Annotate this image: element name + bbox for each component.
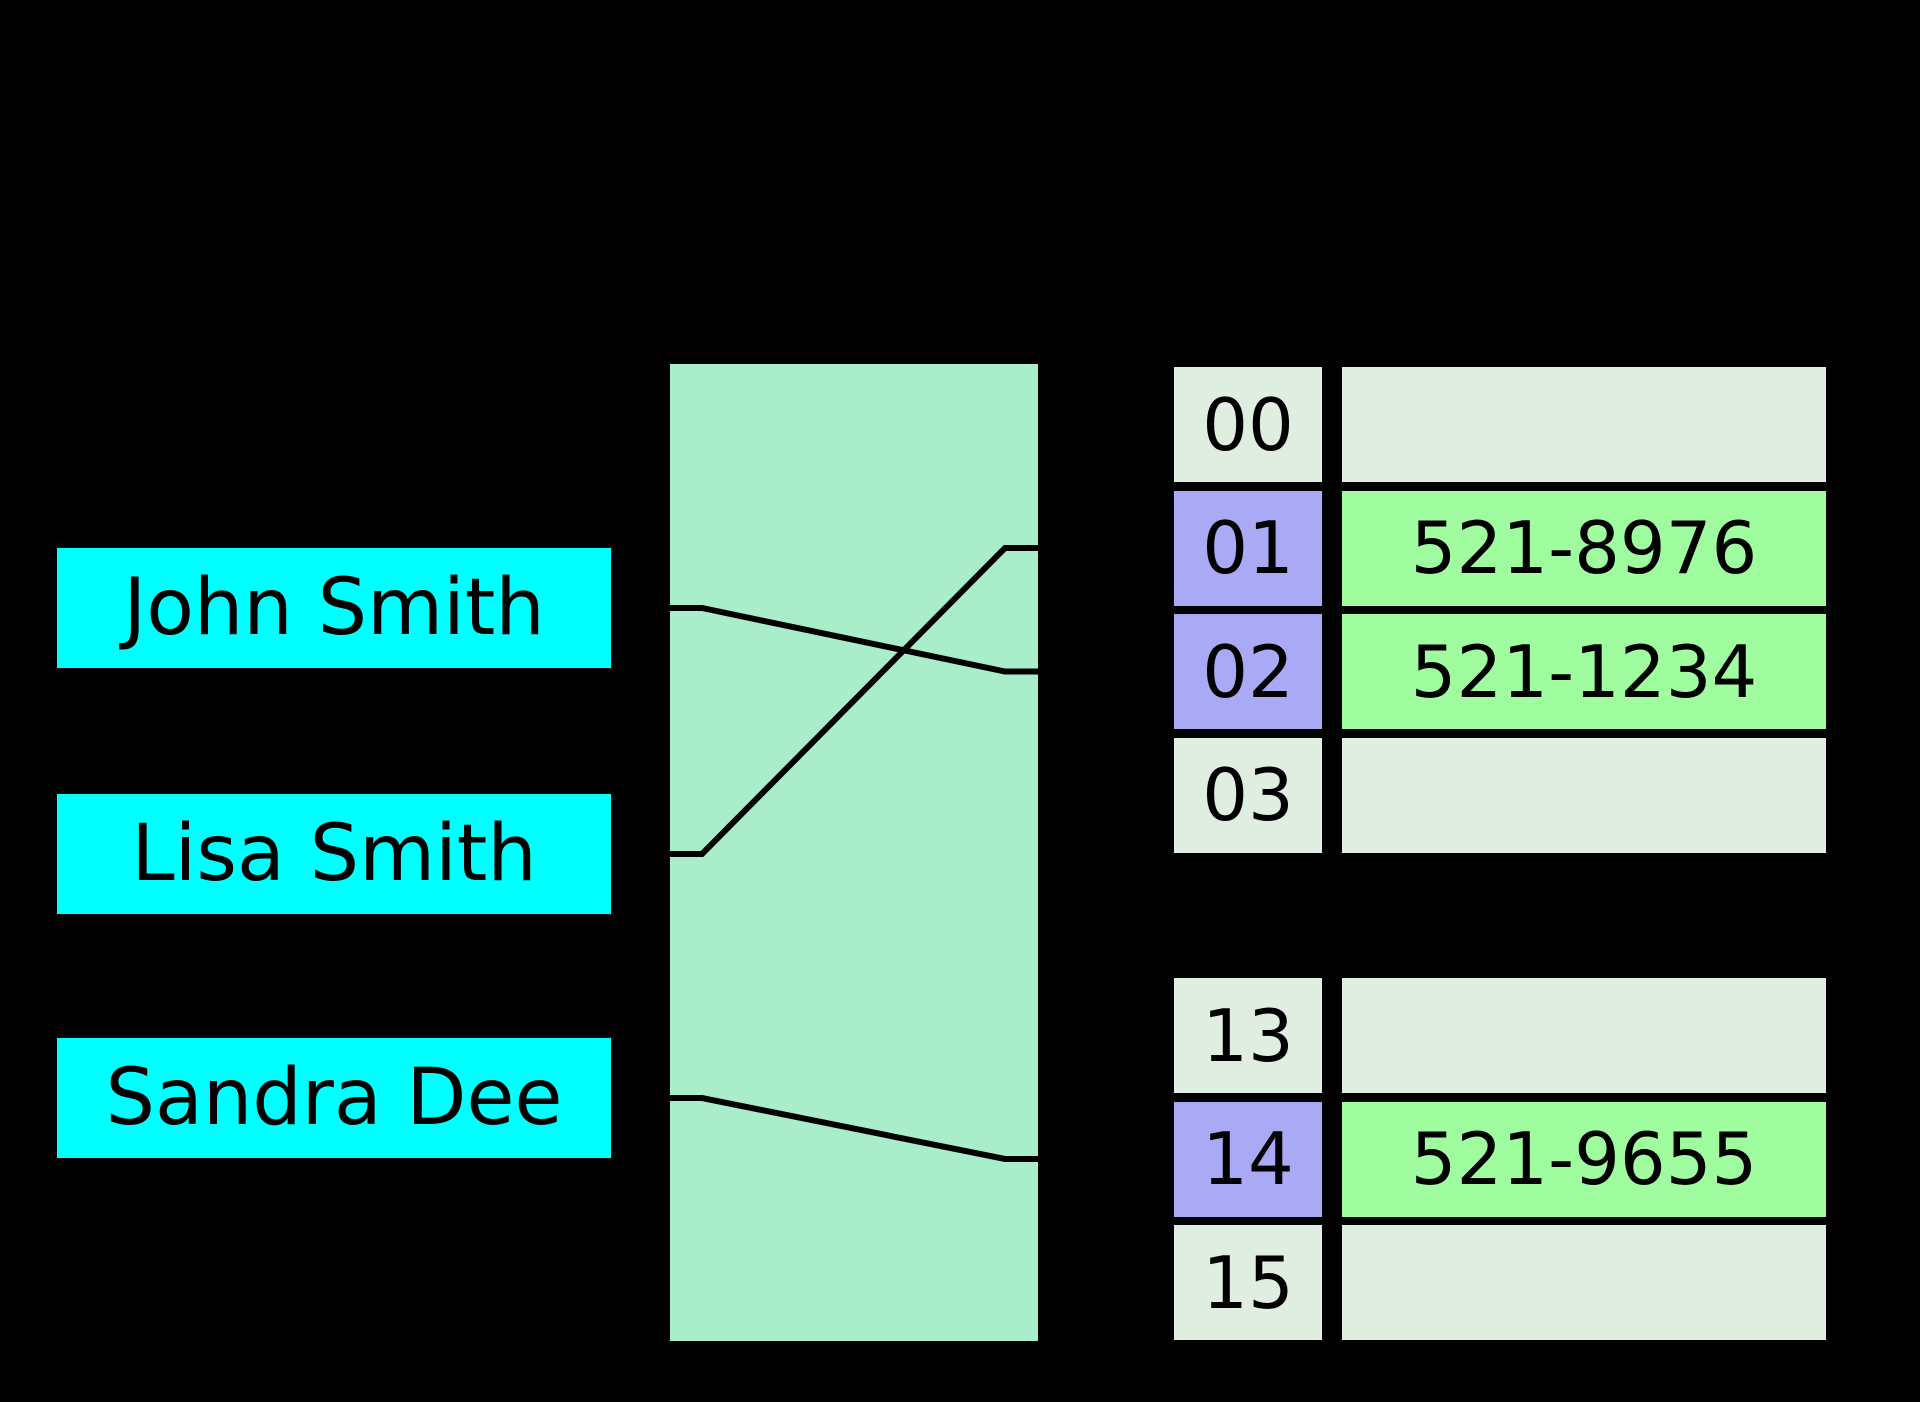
key-box-john-smith: John Smith — [57, 548, 611, 668]
bucket-empty-cell-15 — [1342, 1225, 1826, 1340]
bucket-empty-cell-03 — [1342, 737, 1826, 853]
bucket-index-cell-03: 03 — [1174, 737, 1322, 853]
bucket-index-cell-15: 15 — [1174, 1225, 1322, 1340]
bucket-index-cell-13: 13 — [1174, 978, 1322, 1093]
bucket-empty-cell-00 — [1342, 367, 1826, 482]
key-box-lisa-smith: Lisa Smith — [57, 794, 611, 914]
bucket-value-cell-02: 521-1234 — [1342, 614, 1826, 729]
hash-function-box — [670, 364, 1038, 1341]
key-box-sandra-dee: Sandra Dee — [57, 1038, 611, 1158]
bucket-index-cell-14: 14 — [1174, 1101, 1322, 1217]
bucket-index-cell-02: 02 — [1174, 614, 1322, 729]
bucket-index-cell-01: 01 — [1174, 490, 1322, 606]
bucket-empty-cell-13 — [1342, 978, 1826, 1093]
bucket-value-cell-14: 521-9655 — [1342, 1101, 1826, 1217]
bucket-value-cell-01: 521-8976 — [1342, 490, 1826, 606]
bucket-index-cell-00: 00 — [1174, 367, 1322, 482]
